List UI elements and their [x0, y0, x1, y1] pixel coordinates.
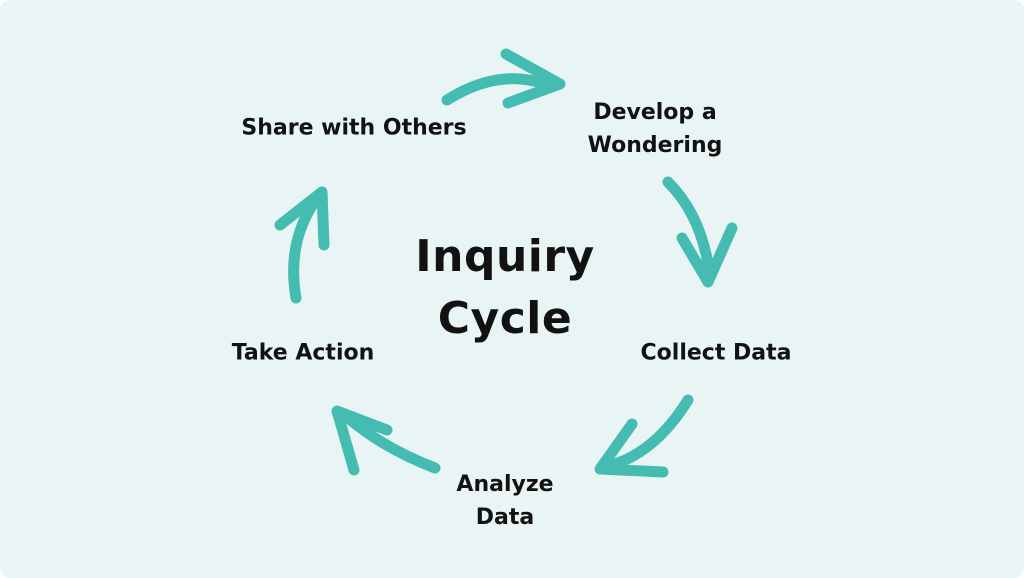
curved-arrow-up-left-icon [331, 405, 441, 476]
curved-arrow-down-icon [662, 176, 738, 288]
diagram-title: Inquiry Cycle [0, 226, 1010, 350]
step-analyze-label-line2: Data [475, 505, 535, 530]
step-collect-label: Collect Data [640, 340, 792, 366]
step-develop-a-wondering: Develop a Wondering [588, 96, 723, 162]
step-take-action-label: Take Action [231, 340, 375, 366]
step-analyze-data: Analyze Data [456, 468, 553, 534]
diagram-title-line1: Inquiry [415, 231, 595, 282]
diagram-title-line2: Cycle [437, 293, 573, 344]
step-develop-label-line2: Wondering [587, 133, 723, 158]
curved-arrow-up-icon [274, 186, 330, 304]
step-share-with-others: Share with Others [241, 112, 466, 145]
step-analyze-label-line1: Analyze [456, 472, 554, 497]
curved-arrow-down-left-icon [594, 394, 694, 478]
step-share-label: Share with Others [241, 115, 467, 141]
step-take-action: Take Action [232, 337, 375, 370]
step-collect-data: Collect Data [641, 337, 792, 370]
curved-arrow-right-icon [441, 48, 566, 109]
step-develop-label-line1: Develop a [593, 100, 717, 125]
